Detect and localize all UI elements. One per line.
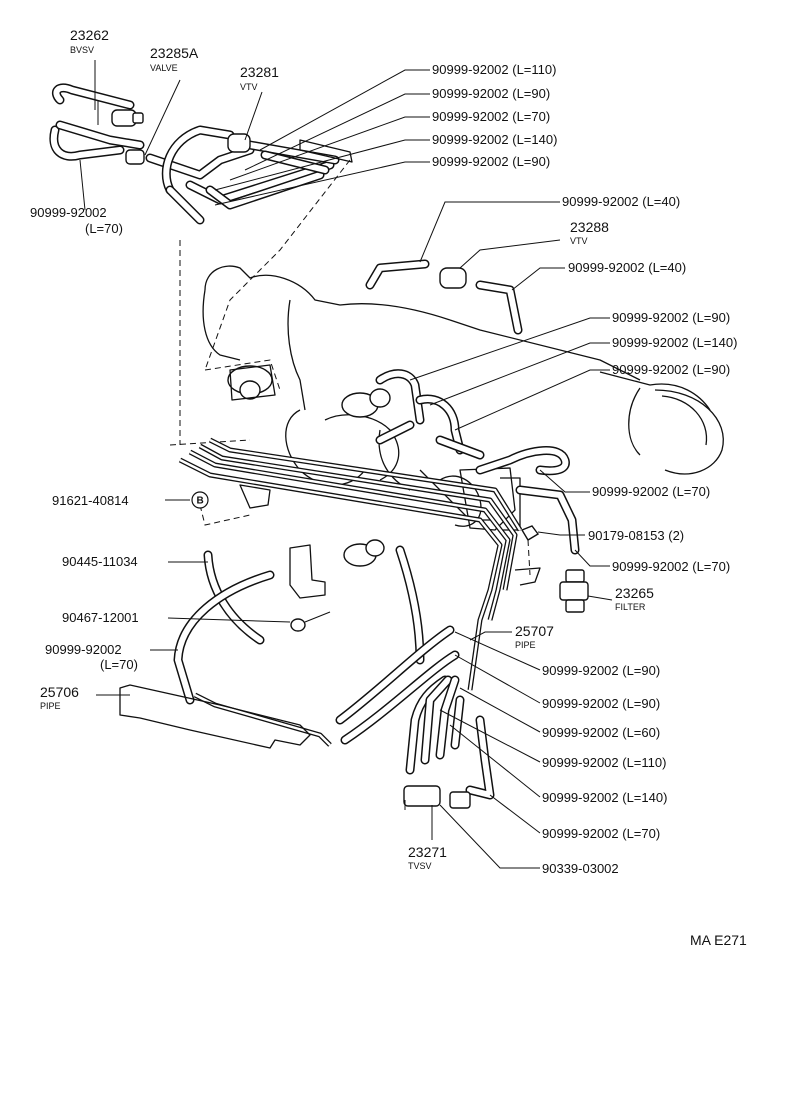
callout-hose-left-code: 90999-92002 [30,205,107,220]
part-number-23262: 23262 [70,27,109,43]
part-name-vtv: VTV [240,82,258,92]
vtv-23281-device [227,133,251,153]
callout-hose-l90-low: 90999-92002 (L=90) [542,663,660,678]
label-23271: 23271 TVSV [408,844,447,871]
callout-hose-l60-low: 90999-92002 (L=60) [542,725,660,740]
callout-hose-left2-code: 90999-92002 [45,642,122,657]
callout-hose-90445: 90445-11034 [62,554,138,569]
callout-hose-l70-filter: 90999-92002 (L=70) [612,559,730,574]
callout-hose-l70-low: 90999-92002 (L=70) [542,826,660,841]
callout-hose-left-len: (L=70) [85,221,123,236]
pipe-25706-bracket [119,684,311,749]
part-name-pipe-2: PIPE [40,701,61,711]
pipe-25707-assembly [178,437,541,691]
label-23265: 23265 FILTER [615,585,654,612]
part-number-23271: 23271 [408,844,447,860]
label-23288: 23288 VTV [570,219,609,246]
clip-device [520,525,540,541]
part-number-25706: 25706 [40,684,79,700]
part-number-23285a: 23285A [150,45,199,61]
vtv-23288-device [365,259,523,335]
dashed-reference-lines [169,159,531,576]
callout-hose-l90-top: 90999-92002 (L=90) [432,86,550,101]
callout-hose-l70-mid: 90999-92002 (L=70) [592,484,710,499]
top-hose-group [49,83,353,225]
label-23262: 23262 BVSV [70,27,109,55]
callout-hose-l140-top: 90999-92002 (L=140) [432,132,557,147]
lower-hose-group [173,545,495,800]
tvsv-device [403,785,471,810]
callout-hose-left2-len: (L=70) [100,657,138,672]
label-23281: 23281 VTV [240,64,279,92]
part-number-23288: 23288 [570,219,609,235]
callout-hose-l140-low: 90999-92002 (L=140) [542,790,667,805]
callout-hose-l110-low: 90999-92002 (L=110) [542,755,666,770]
part-number-23265: 23265 [615,585,654,601]
part-name-vtv-2: VTV [570,236,588,246]
mid-hose-group [375,369,580,555]
carburetor-detail [227,364,521,599]
part-name-valve: VALVE [150,63,178,73]
callout-hose-l90-mid2: 90999-92002 (L=90) [612,362,730,377]
marker-b-letter: B [197,496,204,507]
callout-hose-l140-mid: 90999-92002 (L=140) [612,335,737,350]
label-23285a: 23285A VALVE [150,45,199,73]
callout-hose-l90-mid: 90999-92002 (L=90) [612,310,730,325]
callout-connector-90339: 90339-03002 [542,861,619,876]
callout-hose-l40-b: 90999-92002 (L=40) [568,260,686,275]
callout-hose-l70-top: 90999-92002 (L=70) [432,109,550,124]
part-name-pipe: PIPE [515,640,536,650]
filter-device [559,569,589,613]
drawing-code: MA E271 [690,932,747,948]
part-number-25707: 25707 [515,623,554,639]
callout-bolt-91621: 91621-40814 [52,493,129,508]
part-name-bvsv: BVSV [70,45,94,55]
clamp-device [290,611,331,632]
bvsv-device [97,100,144,127]
callout-hose-l110-top: 90999-92002 (L=110) [432,62,556,77]
label-25707: 25707 PIPE [515,623,554,650]
part-number-23281: 23281 [240,64,279,80]
callout-hose-l40-a: 90999-92002 (L=40) [562,194,680,209]
valve-23285a-device [125,149,145,165]
part-name-filter: FILTER [615,602,646,612]
callout-hose-l90-top2: 90999-92002 (L=90) [432,154,550,169]
leader-lines [79,60,613,869]
label-25706: 25706 PIPE [40,684,79,711]
part-name-tvsv: TVSV [408,861,432,871]
callout-clip-90179: 90179-08153 (2) [588,528,684,543]
callout-clamp-90467: 90467-12001 [62,610,139,625]
callout-hose-l90-low2: 90999-92002 (L=90) [542,696,660,711]
marker-b: B [191,491,209,509]
